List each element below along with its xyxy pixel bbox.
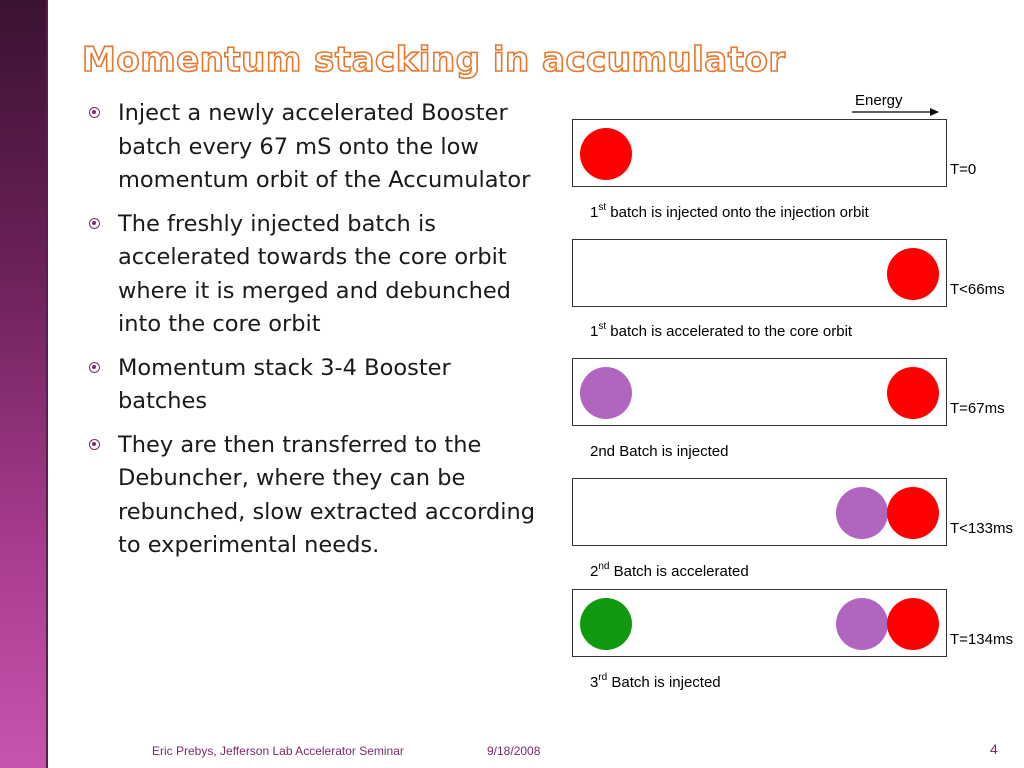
batch-1-bunch — [887, 598, 939, 650]
batch-2-bunch — [836, 487, 888, 539]
side-decoration-bar — [0, 0, 48, 768]
bullet-circle-icon — [89, 217, 100, 229]
orbit-box-step-4 — [572, 478, 947, 546]
batch-3-bunch — [580, 598, 632, 650]
orbit-box-step-1 — [572, 119, 947, 187]
batch-2-bunch — [580, 367, 632, 419]
bullet-item: The freshly injected batch is accelerate… — [88, 208, 544, 342]
caption-step-3: 2nd Batch is injected — [590, 443, 729, 460]
caption-step-5: 3rd Batch is injected — [590, 672, 721, 692]
time-label-step-1: T=0 — [950, 161, 977, 178]
footer-date: 9/18/2008 — [487, 744, 541, 758]
batch-1-bunch — [887, 367, 939, 419]
energy-arrow-icon — [852, 108, 939, 116]
bullet-circle-icon — [89, 361, 100, 373]
bullet-item: Inject a newly accelerated Booster batch… — [88, 97, 544, 198]
footer-author: Eric Prebys, Jefferson Lab Accelerator S… — [152, 744, 404, 758]
bullet-text: Inject a newly accelerated Booster batch… — [118, 100, 531, 193]
bullet-circle-icon — [89, 438, 100, 450]
bullet-text: They are then transferred to the Debunch… — [118, 431, 536, 559]
batch-1-bunch — [887, 487, 939, 539]
caption-step-1: 1st batch is injected onto the injection… — [590, 202, 869, 222]
orbit-box-step-2 — [572, 239, 947, 307]
bullet-circle-icon — [89, 107, 100, 118]
batch-1-bunch — [887, 248, 939, 300]
batch-2-bunch — [836, 598, 888, 650]
time-label-step-4: T<133ms — [950, 520, 1013, 537]
energy-axis-label: Energy — [855, 92, 903, 109]
bullet-text: Momentum stack 3-4 Booster batches — [118, 354, 451, 415]
caption-step-4: 2nd Batch is accelerated — [590, 561, 749, 581]
time-label-step-5: T=134ms — [950, 631, 1013, 648]
orbit-box-step-5 — [572, 589, 947, 657]
bullet-item: They are then transferred to the Debunch… — [88, 429, 544, 563]
bullet-item: Momentum stack 3-4 Booster batches — [88, 352, 544, 419]
time-label-step-2: T<66ms — [950, 281, 1005, 298]
orbit-box-step-3 — [572, 358, 947, 426]
bullet-list: Inject a newly accelerated Booster batch… — [88, 97, 544, 573]
batch-1-bunch — [580, 128, 632, 180]
slide-title: Momentum stacking in accumulator — [81, 39, 786, 81]
page-number: 4 — [990, 741, 998, 757]
bullet-text: The freshly injected batch is accelerate… — [118, 210, 511, 338]
caption-step-2: 1st batch is accelerated to the core orb… — [590, 321, 853, 341]
time-label-step-3: T=67ms — [950, 400, 1005, 417]
